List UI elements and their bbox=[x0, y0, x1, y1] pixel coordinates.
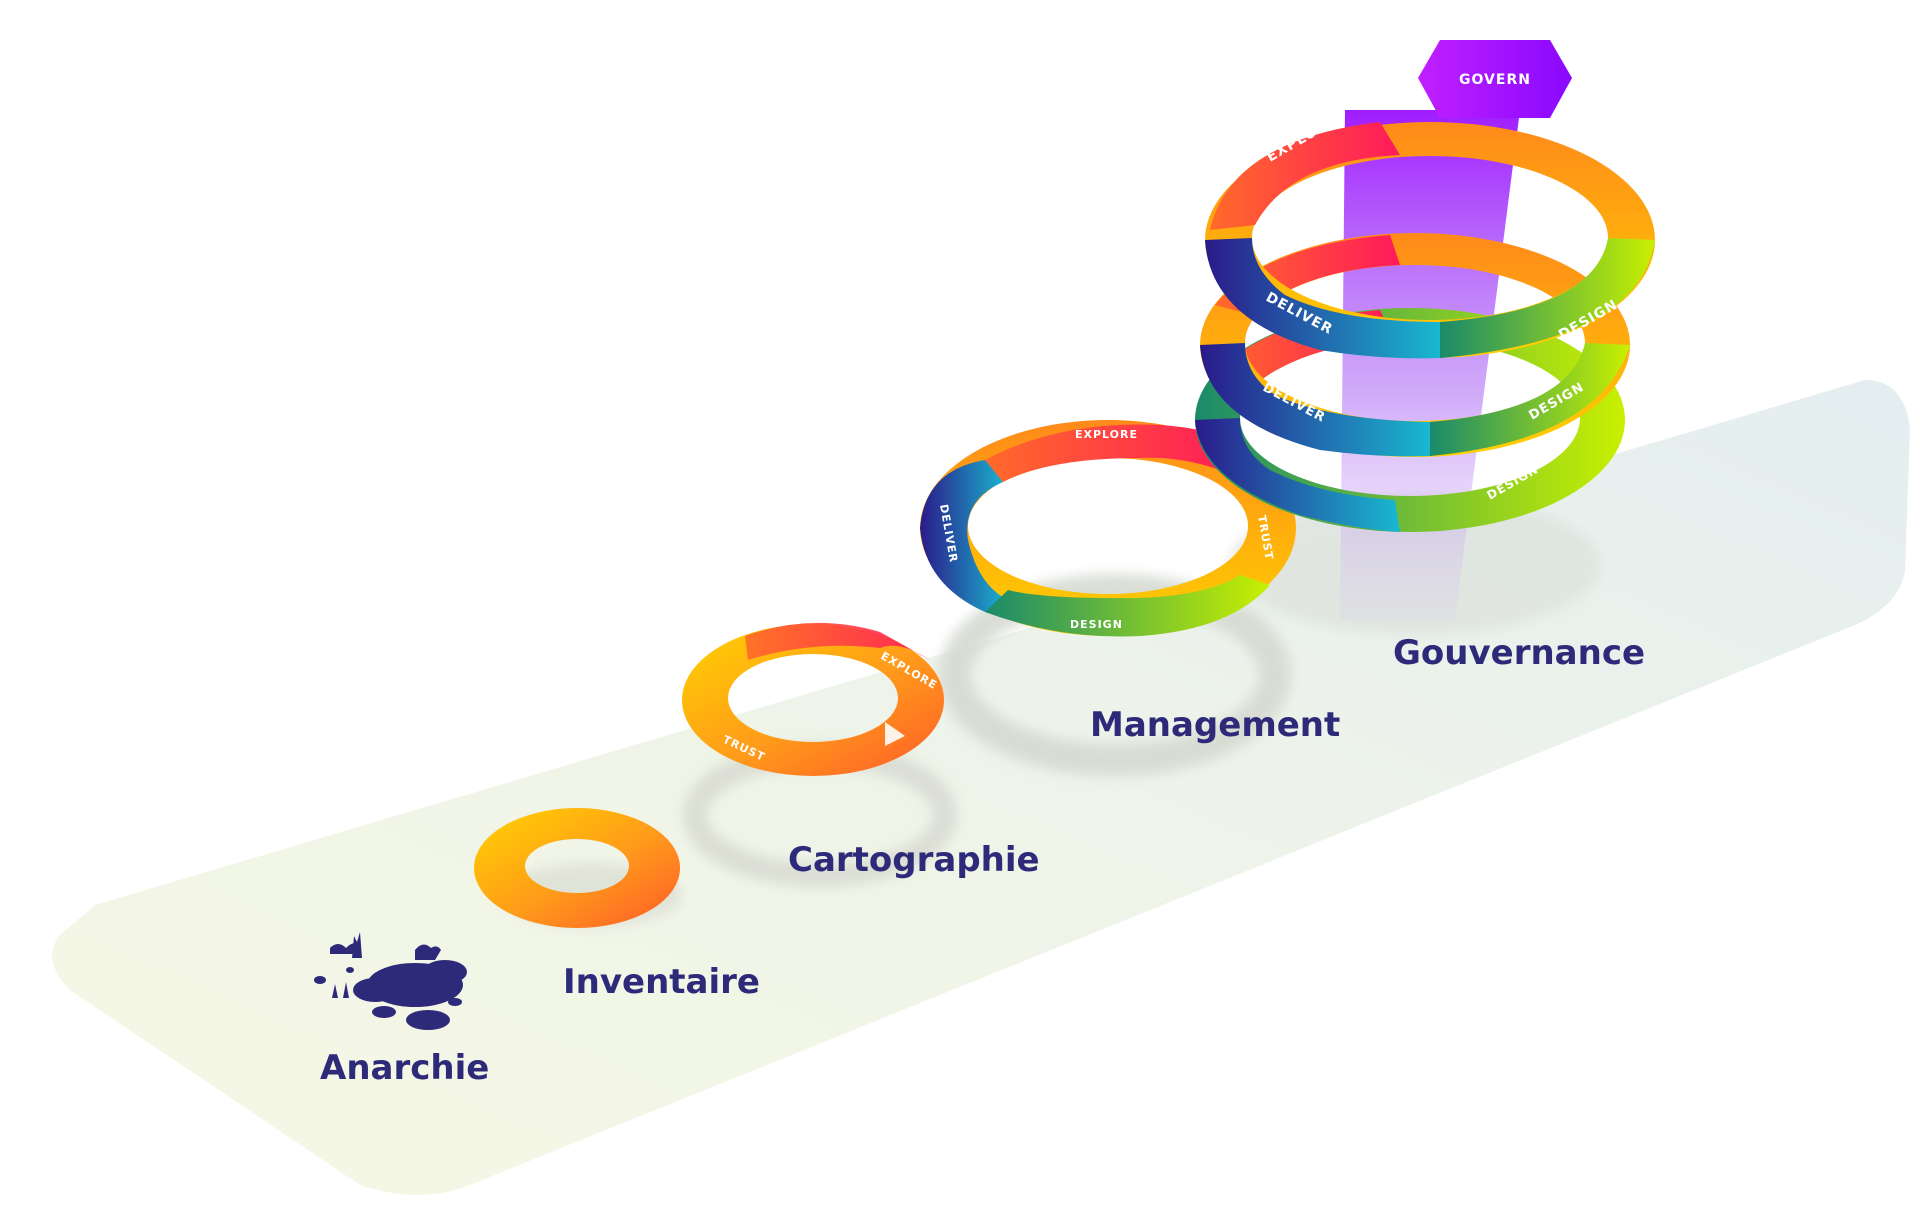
management-explore-label: EXPLORE bbox=[1075, 428, 1138, 441]
gouvernance-explore-label-2: EXPLORE bbox=[1267, 206, 1335, 247]
govern-label: GOVERN bbox=[1459, 72, 1531, 88]
stage-label-gouvernance: Gouvernance bbox=[1393, 633, 1646, 673]
management-design-label: DESIGN bbox=[1070, 618, 1123, 631]
anarchie-splat-icon bbox=[314, 932, 467, 1030]
stage-label-cartographie: Cartographie bbox=[788, 840, 1040, 880]
govern-hexagon: GOVERN bbox=[1418, 40, 1572, 118]
stage-label-management: Management bbox=[1090, 705, 1341, 745]
cartographie-ring: EXPLORE TRUST bbox=[682, 622, 944, 776]
inventaire-ring bbox=[474, 808, 680, 928]
stage-label-anarchie: Anarchie bbox=[320, 1048, 490, 1088]
stage-label-inventaire: Inventaire bbox=[563, 962, 760, 1002]
management-ring: EXPLORE TRUST DESIGN DELIVER bbox=[920, 420, 1296, 637]
